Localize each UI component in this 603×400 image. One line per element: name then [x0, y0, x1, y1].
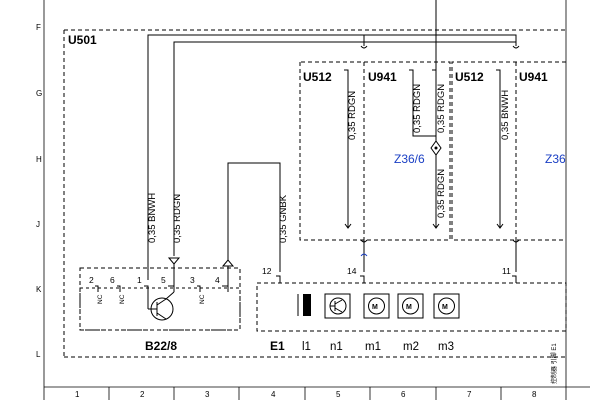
col-label: 1 [75, 390, 80, 399]
motor-icon: M [433, 293, 460, 319]
wire-rdgn-main [173, 41, 517, 256]
wire-label-bnwh: 0,35 BNWH [147, 193, 158, 243]
wire-crossing [512, 45, 520, 49]
wire-crossing [360, 45, 368, 49]
pin-label: 5 [161, 275, 166, 285]
row-label: F [36, 23, 41, 32]
sub-unit-1-left-label: U512 [303, 70, 332, 84]
wire-gnbk [227, 162, 281, 272]
sub-unit-1-right-label: U941 [368, 70, 397, 84]
splice-z36-label: Z36 [545, 152, 566, 166]
row-label: H [36, 155, 42, 164]
wire-label-rdgn-sub1-c: 0,35 RDGN [436, 84, 447, 133]
sub-unit-2-left-label: U512 [455, 70, 484, 84]
sub-unit-2-enclosure [451, 61, 566, 241]
svg-text:M: M [406, 304, 412, 311]
wire-sub1-b [412, 76, 436, 137]
wire-label-rdgn-sub1-b: 0,35 RDGN [412, 84, 423, 133]
wire-label-gnbk: 0,35 GNBK [278, 194, 289, 243]
e1-component-label: m2 [403, 341, 419, 353]
wire-bnwh-branch [364, 34, 517, 46]
pin-label: 1 [137, 275, 142, 285]
pin-label: 6 [110, 275, 115, 285]
e1-pin-label: 11 [502, 266, 511, 276]
module-e1-name: E1 [270, 339, 285, 353]
transistor-icon [324, 293, 351, 319]
u501-enclosure [63, 29, 566, 358]
wire-label-rdgn-sub1: 0,35 RDGN [347, 91, 358, 140]
motor-icon: M [363, 293, 390, 319]
row-label: J [36, 220, 40, 229]
wire-bnwh-main [147, 34, 365, 280]
col-label: 6 [401, 390, 406, 399]
row-label: K [36, 285, 42, 294]
nc-label: NC [119, 294, 126, 304]
sub-unit-entry-markers [344, 69, 501, 76]
arrow-up-icon [221, 259, 235, 267]
column-labels: 1 2 3 4 5 6 7 8 [75, 387, 537, 400]
unit-u501-label: U501 [68, 33, 97, 47]
svg-text:M: M [442, 304, 448, 311]
b22-pins: 2 6 1 5 3 4 [89, 275, 229, 292]
module-e1 [256, 282, 567, 332]
inductor-icon [297, 294, 311, 316]
e1-pin-label: 12 [262, 266, 272, 276]
transistor-symbol [147, 291, 175, 321]
pin-label: 3 [190, 275, 195, 285]
e1-component-label: l1 [302, 341, 311, 353]
e1-component-label: n1 [330, 341, 343, 353]
connector-b22-name: B22/8 [145, 339, 177, 353]
col-label: 7 [467, 390, 472, 399]
col-label: 4 [271, 390, 276, 399]
sub-unit-2-right-label: U941 [519, 70, 548, 84]
row-label: G [36, 89, 42, 98]
wire-label-rdgn: 0,35 RDGN [172, 194, 183, 243]
sub-unit-1-enclosure [299, 61, 451, 241]
row-labels: F G H J K L [36, 23, 42, 359]
motor-icon: M [397, 293, 424, 319]
row-label: L [36, 350, 41, 359]
nc-label: NC [97, 294, 104, 304]
e1-component-label: m3 [438, 341, 454, 353]
wire-label-bnwh-sub2: 0,35 BNWH [500, 90, 511, 140]
side-note: 控制器 引脚 E1 [550, 343, 558, 384]
nc-label: NC [199, 294, 206, 304]
col-label: 2 [140, 390, 145, 399]
pin-label: 4 [215, 275, 220, 285]
svg-text:M: M [372, 304, 378, 311]
wire-label-rdgn-sub1-d: 0,35 RDGN [436, 169, 447, 218]
col-label: 8 [532, 390, 537, 399]
arrow-down-icon [167, 257, 181, 265]
col-label: 5 [336, 390, 341, 399]
e1-pin-label: 14 [347, 266, 357, 276]
col-label: 3 [205, 390, 210, 399]
pin-label: 2 [89, 275, 94, 285]
e1-component-label: m1 [365, 341, 381, 353]
splice-z36-6-label: Z36/6 [394, 152, 425, 166]
